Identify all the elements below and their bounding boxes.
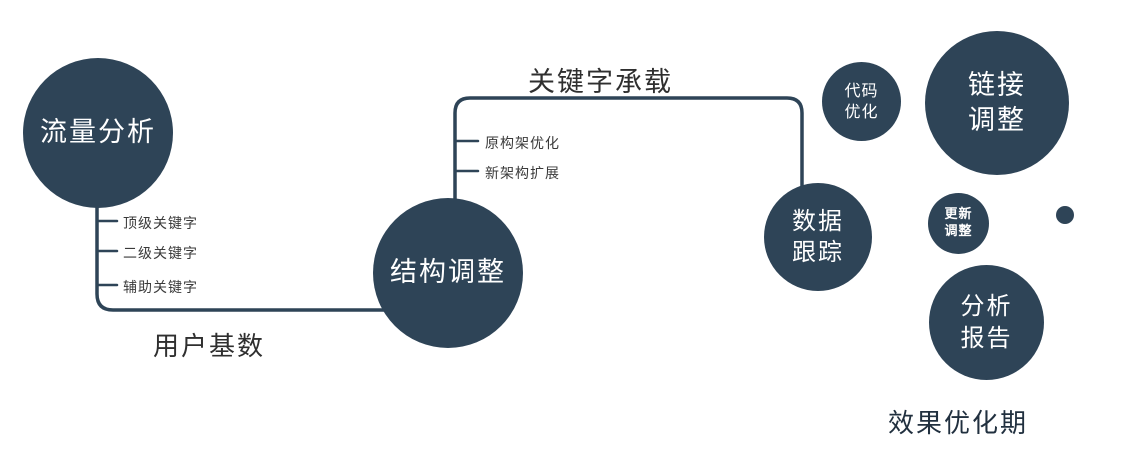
node-label: 报告 [960, 323, 1013, 352]
footer-label-effect-optimization: 效果优化期 [888, 409, 1029, 439]
node-label: 优化 [844, 101, 879, 121]
edge-label-keyword-carrying: 关键字承载 [528, 67, 673, 98]
branch-label-secondary-keywords: 二级关键字 [123, 246, 198, 262]
node-label: 结构调整 [390, 257, 506, 289]
node-label: 链接 [968, 69, 1026, 101]
node-structure-adjustment: 结构调整 [373, 198, 523, 348]
node-label: 跟踪 [792, 238, 844, 266]
node-update-adjustment: 更新 调整 [928, 193, 989, 254]
branch-label-new-architecture: 新架构扩展 [485, 166, 560, 182]
node-traffic-analysis: 流量分析 [23, 58, 173, 208]
node-label: 分析 [960, 292, 1013, 321]
node-label: 数据 [792, 206, 844, 235]
node-code-optimization: 代码 优化 [822, 62, 901, 141]
edge-label-user-base: 用户基数 [153, 332, 266, 362]
node-link-adjustment: 链接 调整 [925, 31, 1069, 175]
node-label: 调整 [944, 223, 973, 239]
node-label: 代码 [844, 80, 879, 100]
branch-label-original-architecture: 原构架优化 [485, 136, 560, 152]
node-analysis-report: 分析 报告 [929, 265, 1044, 380]
node-data-tracking: 数据 跟踪 [764, 183, 872, 291]
bullet-dot [1056, 206, 1074, 224]
branch-label-top-keywords: 顶级关键字 [123, 216, 198, 232]
branch-label-auxiliary-keywords: 辅助关键字 [123, 280, 198, 296]
node-label: 流量分析 [40, 117, 156, 149]
node-label: 更新 [944, 206, 973, 222]
node-label: 调整 [968, 105, 1026, 136]
